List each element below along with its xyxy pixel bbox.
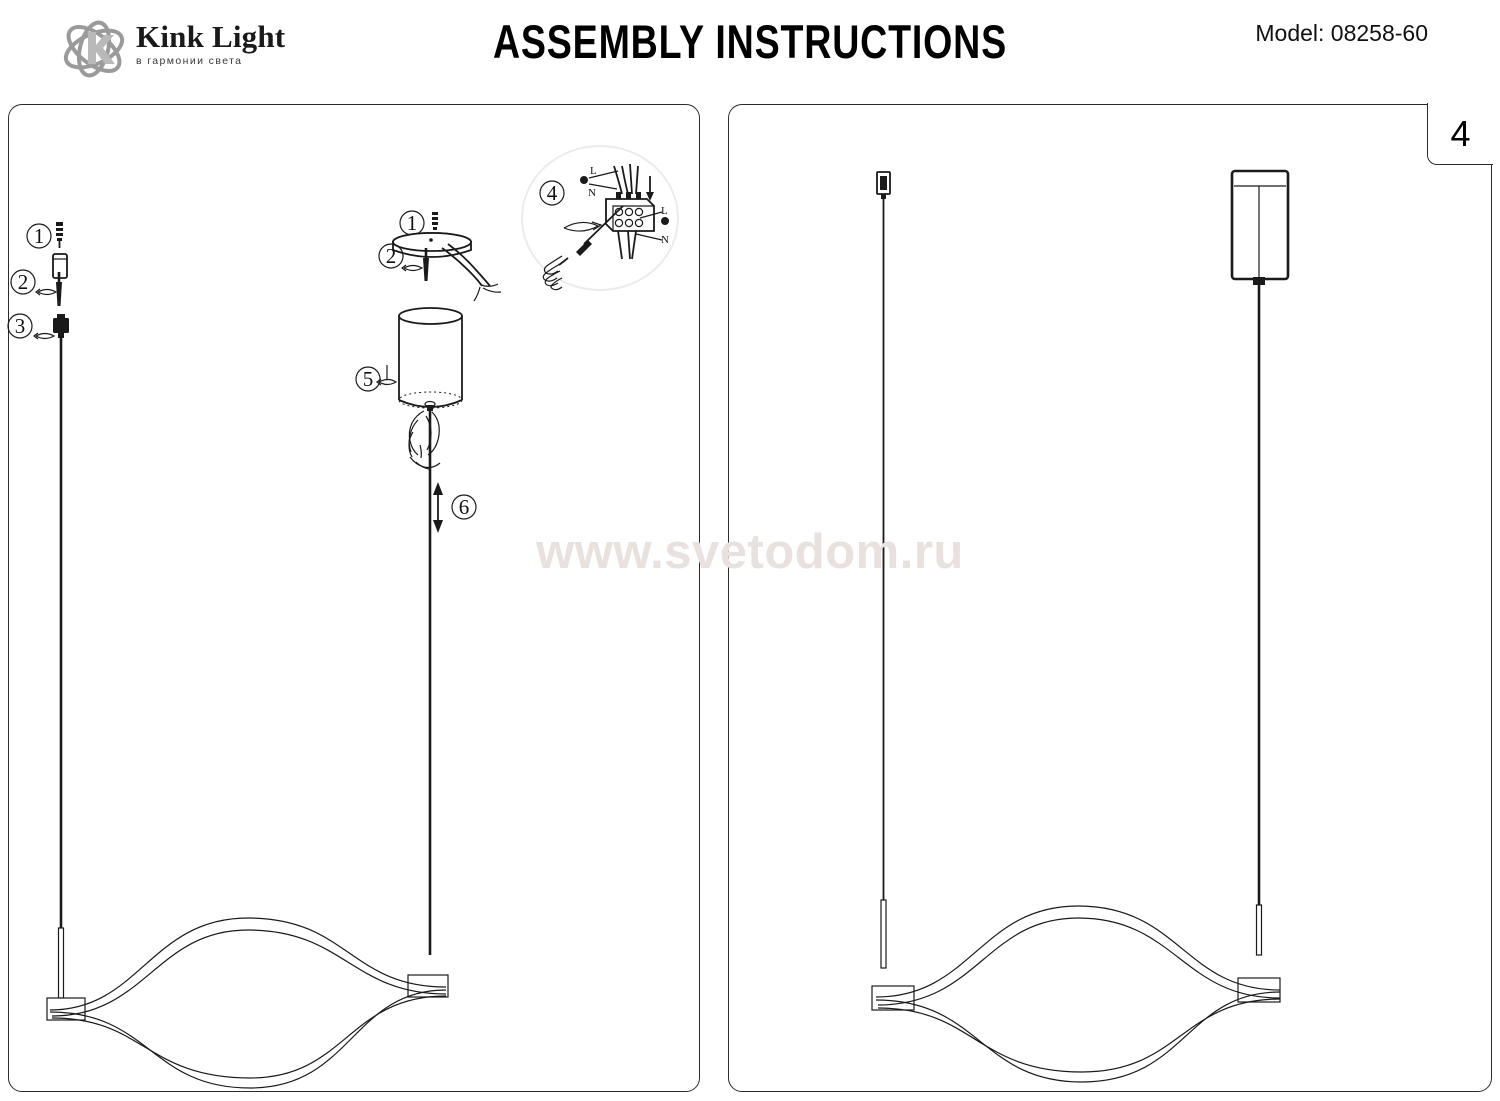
model-number: Model: 08258-60 xyxy=(1255,20,1428,46)
document-header: Kink Light в гармонии света ASSEMBLY INS… xyxy=(0,0,1500,96)
brand-tagline: в гармонии света xyxy=(136,55,243,67)
kink-light-orbit-logo-icon xyxy=(63,20,125,78)
brand-wordmark: Kink Light в гармонии света xyxy=(136,20,316,68)
page-title: ASSEMBLY INSTRUCTIONS xyxy=(492,15,1008,68)
brand-logo: Kink Light в гармонии света xyxy=(58,16,318,82)
installation-steps-panel xyxy=(8,104,700,1092)
brand-name: Kink Light xyxy=(136,19,286,54)
page-number: 4 xyxy=(1427,103,1493,165)
assembled-view-panel: 4 xyxy=(728,103,1493,1092)
